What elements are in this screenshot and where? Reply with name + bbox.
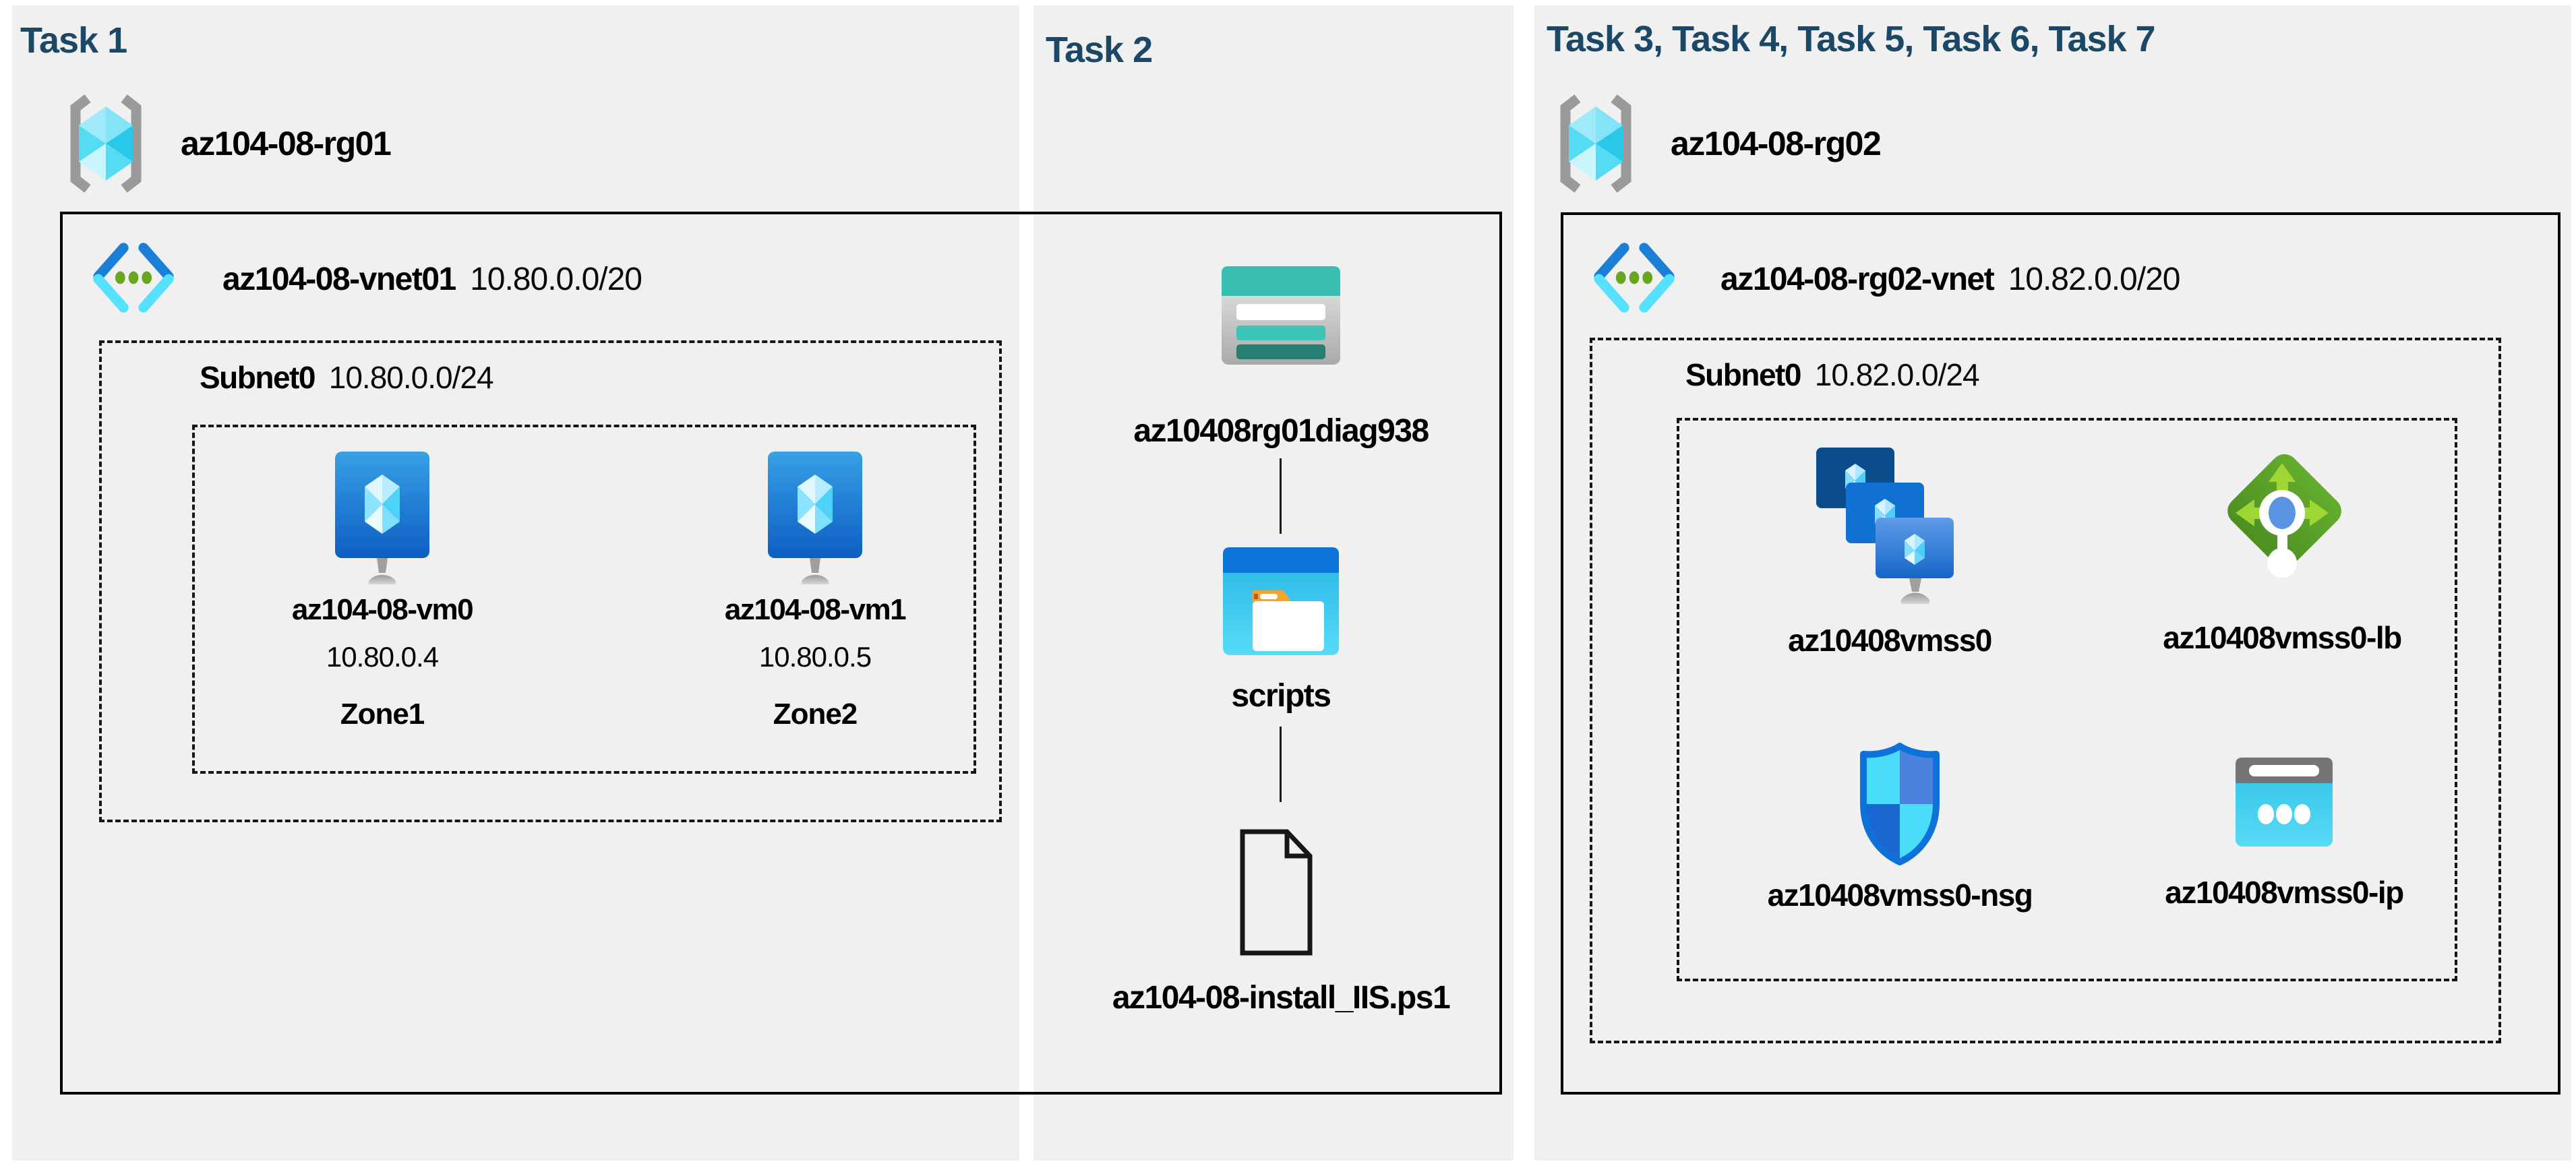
task1-title: Task 1 (20, 20, 127, 61)
vm-name: az104-08-vm1 (724, 593, 907, 626)
load-balancer-icon (2227, 454, 2341, 578)
vnet-label: az104-08-rg02-vnet 10.82.0.0/20 (1720, 263, 2180, 297)
vnet-name: az104-08-rg02-vnet (1720, 262, 1995, 297)
nsg-shield-icon (1860, 743, 1940, 865)
nsg-name: az10408vmss0-nsg (1767, 878, 2033, 913)
vm-zone: Zone2 (773, 698, 858, 731)
subnet0-box (99, 340, 1002, 822)
task3-title: Task 3, Task 4, Task 5, Task 6, Task 7 (1547, 19, 2156, 59)
vm-scale-set-icon (1816, 448, 1954, 604)
vnet-cidr: 10.82.0.0/20 (2008, 262, 2181, 297)
virtual-network-icon (93, 243, 174, 313)
vm-ip: 10.80.0.5 (758, 641, 872, 673)
file-icon (1240, 829, 1313, 956)
storage-account-icon (1222, 266, 1340, 365)
subnet-cidr: 10.80.0.0/24 (328, 360, 494, 395)
vnet-boundary-box (60, 212, 1502, 1095)
vm-zone: Zone1 (340, 698, 425, 731)
task3-panel (1534, 5, 2571, 1161)
subnet-name: Subnet0 (1685, 357, 1801, 392)
resources-box (1677, 418, 2457, 981)
vnet-label: az104-08-vnet01 10.80.0.0/20 (222, 263, 642, 297)
subnet-cidr: 10.82.0.0/24 (1814, 357, 1980, 392)
public-ip-name: az10408vmss0-ip (2165, 875, 2404, 910)
resource-group-icon (1560, 94, 1631, 193)
resource-group-icon (70, 94, 142, 193)
virtual-machine-icon (768, 452, 862, 584)
container-name: scripts (1231, 678, 1331, 714)
vnet-cidr: 10.80.0.0/20 (470, 262, 642, 297)
public-ip-icon (2236, 758, 2333, 847)
subnet-label: Subnet0 10.82.0.0/24 (1685, 357, 1980, 392)
connector-line (1280, 458, 1282, 534)
availability-zone-box (192, 425, 976, 774)
task1-panel (12, 5, 1019, 1161)
load-balancer-name: az10408vmss0-lb (2163, 620, 2402, 655)
vm-name: az104-08-vm0 (291, 593, 474, 626)
vmss-name: az10408vmss0 (1788, 623, 1992, 658)
subnet-name: Subnet0 (200, 360, 316, 395)
vnet-boundary-box (1561, 212, 2560, 1095)
virtual-network-icon (1594, 243, 1675, 313)
virtual-machine-icon (335, 452, 429, 584)
blob-container-icon (1223, 547, 1339, 655)
resource-group-name: az104-08-rg02 (1671, 125, 1882, 162)
storage-account-name: az10408rg01diag938 (1133, 413, 1429, 449)
vnet-name: az104-08-vnet01 (222, 262, 456, 297)
script-file-name: az104-08-install_IIS.ps1 (1112, 980, 1451, 1016)
connector-line (1280, 727, 1282, 802)
vm-ip: 10.80.0.4 (326, 641, 439, 673)
resource-group-name: az104-08-rg01 (181, 125, 392, 162)
subnet-label: Subnet0 10.80.0.0/24 (200, 360, 494, 395)
task2-title: Task 2 (1046, 30, 1153, 70)
subnet0-box (1590, 338, 2501, 1043)
